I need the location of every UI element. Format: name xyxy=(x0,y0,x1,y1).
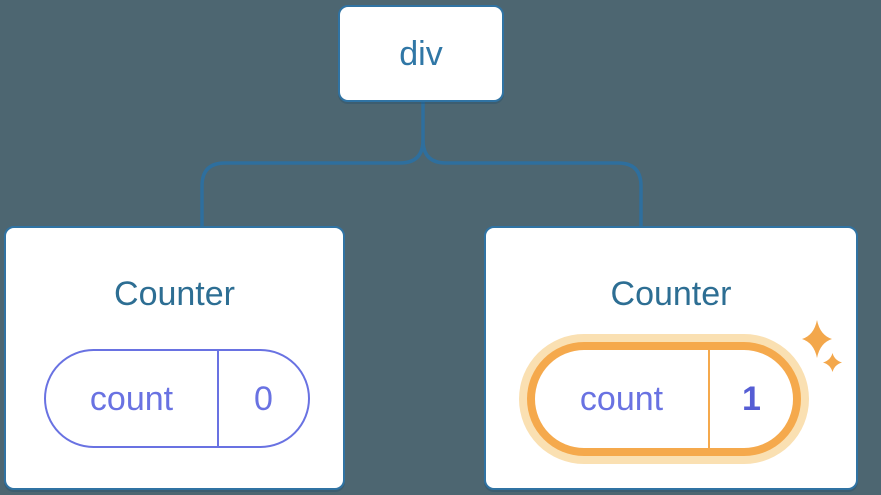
counter-title: Counter xyxy=(114,275,235,313)
connector-right-branch xyxy=(421,139,643,228)
state-pill-count-0: count 0 xyxy=(44,349,310,448)
root-node-div: div xyxy=(338,5,504,102)
state-key-label: count xyxy=(46,351,219,446)
state-value-label: 0 xyxy=(254,379,273,418)
counter-card-right: Counter count 1 xyxy=(484,226,858,490)
state-pill-highlight-ring: count 1 xyxy=(527,342,801,456)
state-value-label: 1 xyxy=(742,380,761,418)
counter-title: Counter xyxy=(610,275,732,313)
counter-card-left: Counter count 0 xyxy=(4,226,345,490)
connector-left-branch xyxy=(200,100,425,228)
state-key-label: count xyxy=(535,350,710,448)
root-node-label: div xyxy=(399,34,443,73)
state-pill-count-1: count 1 xyxy=(535,350,793,448)
state-pill-highlight-glow: count 1 xyxy=(519,334,809,464)
